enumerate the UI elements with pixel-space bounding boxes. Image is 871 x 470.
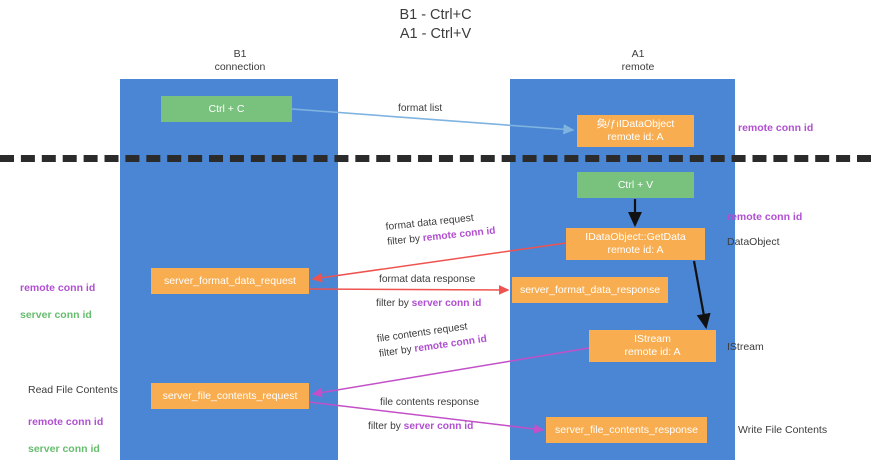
edge-getdata-to-istream [692,260,711,330]
edge-label-filter-prefix: filter by [378,343,416,360]
annotation-dataobject: DataObject [727,236,780,248]
edge-label-file-contents-response-line1: file contents response [380,397,480,408]
annotation-remote-conn-id-top: remote conn id [738,122,814,134]
annotation-left-bottom-remote-conn-id: remote conn id [28,415,104,428]
edge-label-filter-prefix: filter by [376,298,412,309]
edge-label-format-list: format list [398,103,443,114]
annotation-left-conn-ids: remote conn id server conn id [20,268,95,336]
node-istream[interactable]: IStream remote id: A [589,330,716,362]
edge-label-filter-key-server-conn-id: server conn id [403,421,474,432]
node-ctrl-v[interactable]: Ctrl + V [577,172,694,198]
edge-format-data-response [308,285,510,295]
annotation-left-server-conn-id: server conn id [20,308,92,321]
node-server-file-contents-request[interactable]: server_file_contents_request [151,383,309,409]
edge-label-format-data-response-line1: format data response [379,274,476,285]
node-ctrl-c[interactable]: Ctrl + C [161,96,292,122]
node-server-format-data-request[interactable]: server_format_data_request [151,268,309,294]
section-divider [0,155,871,162]
edge-file-contents-response [308,401,545,434]
edge-label-format-data-response: format data response filter by server co… [376,272,482,311]
column-header-a1: A1 remote [621,48,655,73]
annotation-read-file-contents: Read File Contents [28,384,118,396]
node-server-file-contents-response[interactable]: server_file_contents_response [546,417,707,443]
annotation-istream: IStream [727,341,764,353]
edge-label-file-contents-response: file contents response filter by server … [368,395,480,434]
edge-label-filter-key-server-conn-id: server conn id [411,298,482,309]
node-idataobject-getdata[interactable]: IDataObject::GetData remote id: A [566,228,705,260]
column-header-b1: B1 connection [214,48,266,73]
edge-label-filter-prefix: filter by [386,233,424,248]
page-title: B1 - Ctrl+C A1 - Ctrl+V [399,7,472,42]
annotation-left-remote-conn-id: remote conn id [20,281,96,294]
edge-file-contents-request [311,347,590,398]
annotation-remote-conn-id-mid: remote conn id [727,211,803,223]
node-idataobject[interactable]: 奐/ƒıIDataObject remote id: A [577,115,694,147]
edge-format-list [291,108,575,135]
edge-format-data-request [311,242,567,283]
node-server-format-data-response[interactable]: server_format_data_response [512,277,668,303]
annotation-left-bottom-conn-ids: remote conn id server conn id [28,402,103,470]
annotation-left-bottom-server-conn-id: server conn id [28,442,100,455]
annotation-write-file-contents: Write File Contents [738,424,828,436]
edge-label-filter-prefix: filter by [368,421,404,432]
